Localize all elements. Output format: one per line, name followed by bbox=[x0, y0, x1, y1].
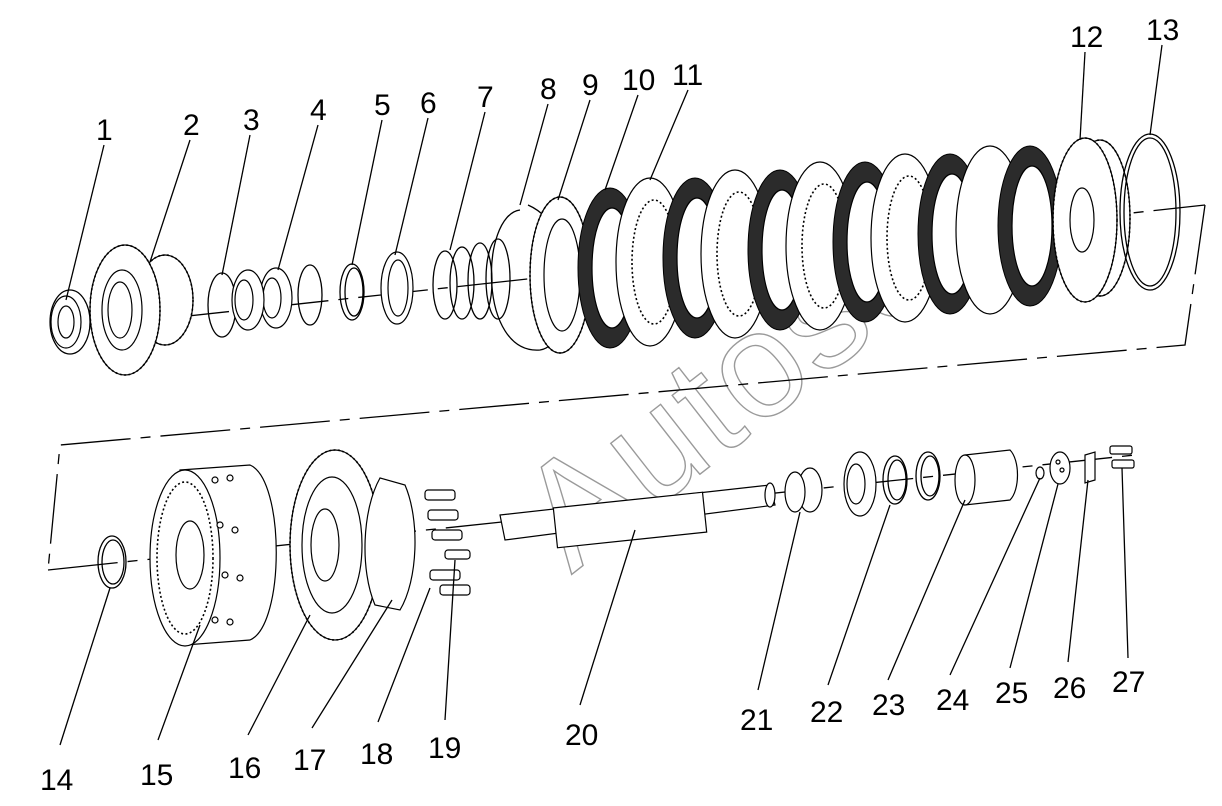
part-bearing-lower bbox=[843, 451, 877, 517]
part-14-o-ring bbox=[97, 535, 127, 589]
callout-8: 8 bbox=[540, 73, 557, 106]
callout-12: 12 bbox=[1070, 21, 1103, 54]
part-26-washer bbox=[1049, 451, 1071, 485]
part-snap-ring-a bbox=[297, 264, 323, 326]
callout-2: 2 bbox=[183, 109, 200, 142]
part-25-pin bbox=[1035, 466, 1045, 480]
callout-3: 3 bbox=[243, 104, 260, 137]
part-5-ring bbox=[339, 263, 365, 321]
callout-21: 21 bbox=[740, 704, 773, 737]
callout-9: 9 bbox=[582, 69, 599, 102]
callout-6: 6 bbox=[420, 87, 437, 120]
part-6-piston-seal bbox=[380, 251, 414, 325]
part-17-plate bbox=[364, 477, 416, 611]
part-10-11-clutch-pack bbox=[577, 145, 1063, 349]
callout-11: 11 bbox=[672, 59, 703, 92]
callout-19: 19 bbox=[428, 732, 461, 765]
callout-18: 18 bbox=[360, 738, 393, 771]
part-23-ring bbox=[915, 451, 941, 501]
callout-27: 27 bbox=[1112, 666, 1145, 699]
callout-5: 5 bbox=[374, 89, 391, 122]
leader-lines bbox=[59, 44, 1163, 746]
callout-10: 10 bbox=[622, 64, 655, 97]
callout-14: 14 bbox=[40, 764, 73, 797]
callout-13: 13 bbox=[1146, 14, 1179, 47]
part-12-hub bbox=[1052, 137, 1131, 303]
part-27-bolts bbox=[1084, 445, 1135, 484]
callout-20: 20 bbox=[565, 719, 598, 752]
callout-23: 23 bbox=[872, 689, 905, 722]
callout-15: 15 bbox=[140, 759, 173, 792]
part-16-gear bbox=[289, 449, 381, 641]
part-22-ring bbox=[882, 455, 908, 505]
callouts: 1 2 3 4 5 6 7 8 9 10 11 12 13 14 15 16 1… bbox=[40, 14, 1179, 797]
part-1-bearing bbox=[49, 289, 91, 355]
callout-16: 16 bbox=[228, 752, 261, 785]
callout-4: 4 bbox=[310, 94, 327, 127]
part-2-gear bbox=[89, 244, 194, 376]
callout-1: 1 bbox=[96, 114, 113, 147]
part-24-hub bbox=[954, 449, 1019, 506]
callout-26: 26 bbox=[1053, 672, 1086, 705]
callout-22: 22 bbox=[810, 696, 843, 729]
part-21-sleeve bbox=[784, 467, 823, 513]
callout-25: 25 bbox=[995, 677, 1028, 710]
part-7-spring bbox=[432, 238, 511, 320]
part-15-clutch-drum bbox=[149, 464, 277, 647]
part-4-bearing-pair bbox=[231, 267, 293, 331]
callout-7: 7 bbox=[477, 81, 494, 114]
callout-17: 17 bbox=[293, 744, 326, 777]
part-18-19-bolts bbox=[424, 489, 471, 596]
callout-24: 24 bbox=[936, 684, 969, 717]
